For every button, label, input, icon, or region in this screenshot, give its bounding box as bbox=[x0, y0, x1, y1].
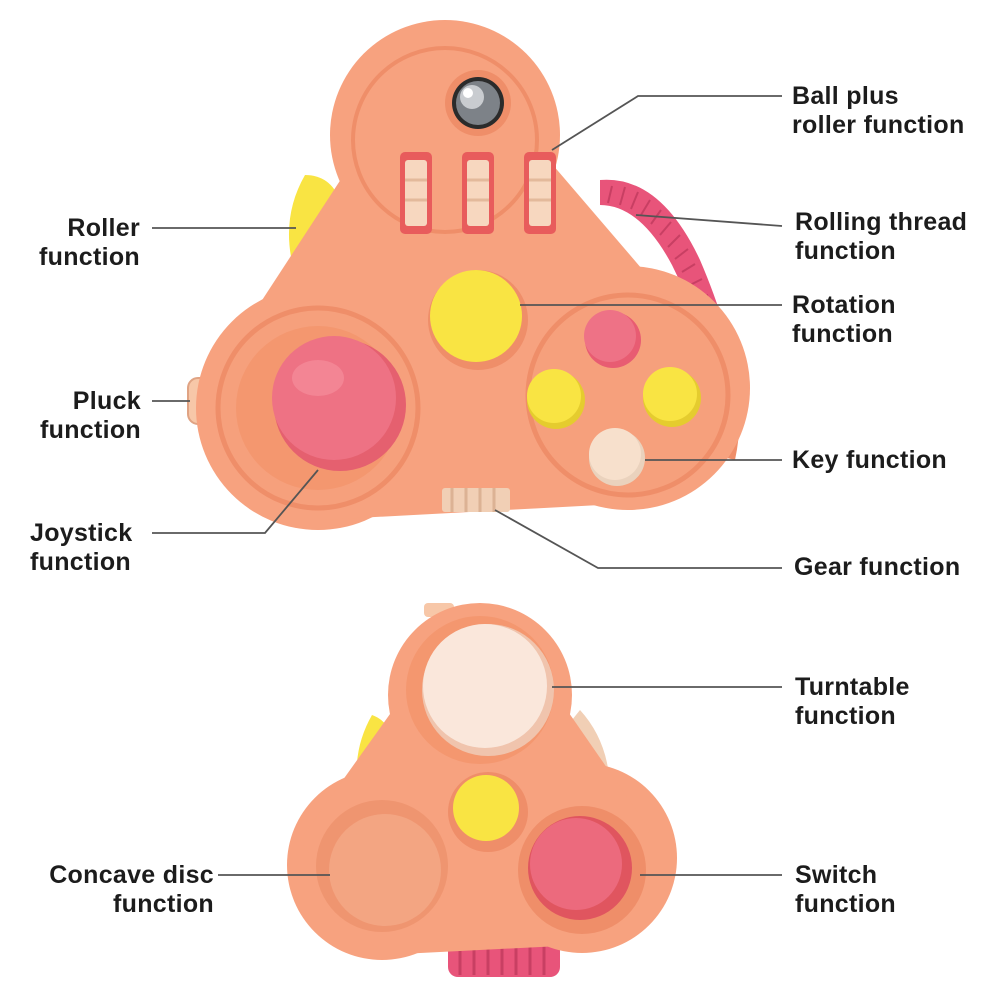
label-switch: Switch function bbox=[795, 861, 896, 918]
leader-ball-roller bbox=[551, 95, 782, 151]
label-joystick: Joystick function bbox=[30, 519, 133, 576]
gear-wheel bbox=[442, 488, 510, 512]
label-concave-disc: Concave disc function bbox=[49, 861, 214, 918]
switch-button bbox=[518, 806, 646, 934]
leader-rolling-thread bbox=[635, 214, 783, 227]
three-rollers bbox=[400, 152, 556, 234]
label-rolling-thread: Rolling thread function bbox=[795, 208, 968, 265]
leader-gear bbox=[494, 509, 782, 569]
top-fidget-device bbox=[187, 20, 750, 530]
leader-joystick bbox=[152, 469, 319, 534]
leader-lines bbox=[152, 95, 783, 876]
label-key: Key function bbox=[792, 446, 947, 474]
bottom-yellow-button bbox=[448, 772, 528, 852]
concave-disc bbox=[316, 800, 448, 932]
label-pluck: Pluck function bbox=[40, 387, 141, 444]
rotation-button bbox=[428, 270, 528, 370]
bottom-fidget-device bbox=[287, 603, 677, 977]
label-turntable: Turntable function bbox=[795, 673, 910, 730]
label-gear: Gear function bbox=[794, 553, 961, 581]
label-roller: Roller function bbox=[39, 214, 140, 271]
metal-ball bbox=[445, 70, 511, 136]
label-ball-roller: Ball plus roller function bbox=[792, 82, 965, 139]
joystick-knob bbox=[272, 336, 406, 471]
label-rotation: Rotation function bbox=[792, 291, 896, 348]
key-buttons bbox=[527, 310, 701, 486]
turntable-disc bbox=[422, 624, 554, 756]
